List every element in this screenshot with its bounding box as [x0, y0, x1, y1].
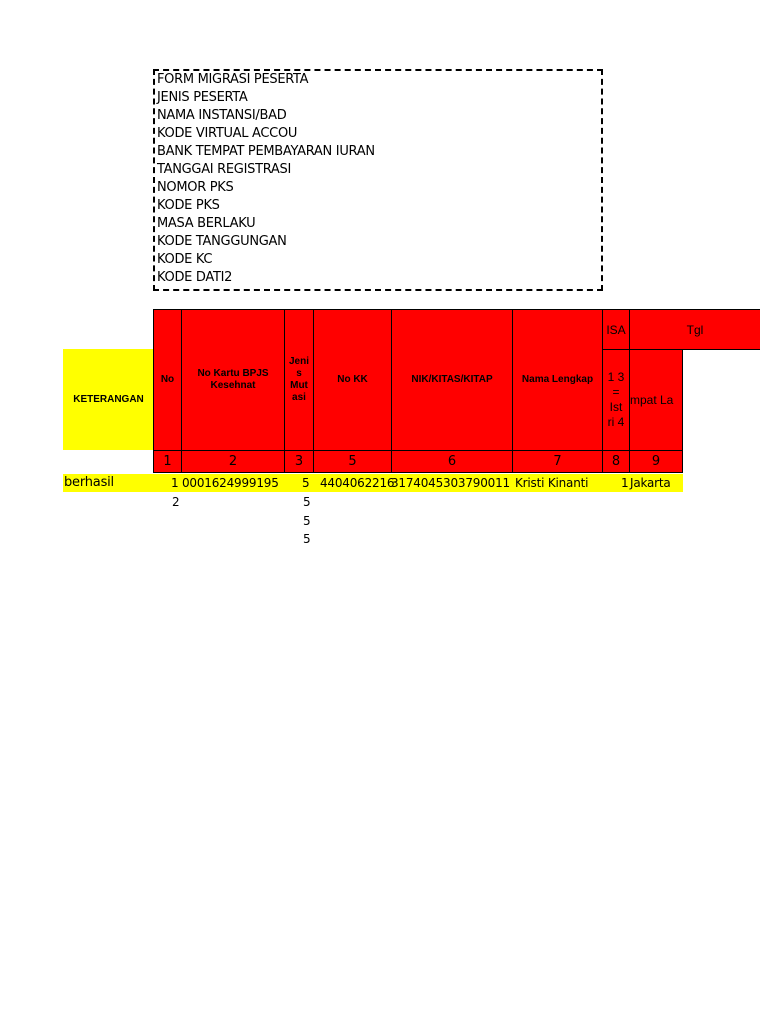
header-no-kartu: No Kartu BPJS Kesehnat — [181, 309, 285, 451]
form-field-kode-dati2: KODE DATI2 — [157, 270, 233, 285]
form-field-nama-instansi: NAMA INSTANSI/BAD — [157, 108, 287, 123]
header-no: No — [153, 309, 182, 451]
header-tgl: Tgl — [629, 309, 760, 350]
header-tempat-lahir: mpat La — [629, 349, 683, 451]
header-nik: NIK/KITAS/KITAP — [391, 309, 513, 451]
keterangan-header: KETERANGAN — [63, 349, 154, 450]
row-keterangan: berhasil — [64, 475, 114, 490]
header-isa-top: ISA — [602, 309, 630, 350]
form-field-kode-virtual-account: KODE VIRTUAL ACCOU — [157, 126, 298, 141]
row-no-kartu: 0001624999195 — [182, 476, 279, 490]
extra-row-jenis-mutasi: 5 — [303, 495, 311, 509]
form-header-box: FORM MIGRASI PESERTA JENIS PESERTA NAMA … — [153, 69, 603, 291]
form-field-kode-pks: KODE PKS — [157, 198, 220, 213]
column-number-isa: 8 — [602, 450, 630, 473]
form-title: FORM MIGRASI PESERTA — [157, 72, 309, 87]
row-jenis-mutasi: 5 — [302, 476, 310, 490]
header-no-kk: No KK — [313, 309, 392, 451]
extra-row-no: 2 — [172, 495, 180, 509]
row-nama: Kristi Kinanti — [515, 476, 589, 490]
form-field-bank: BANK TEMPAT PEMBAYARAN IURAN — [157, 144, 375, 159]
column-number-nama: 7 — [512, 450, 603, 473]
form-field-masa-berlaku: MASA BERLAKU — [157, 216, 256, 231]
column-number-tempat: 9 — [629, 450, 683, 473]
row-isa: 1 — [621, 476, 629, 490]
row-tempat: Jakarta — [630, 476, 671, 490]
table-row — [63, 474, 683, 492]
table-header-block — [153, 309, 683, 473]
row-no: 1 — [171, 476, 179, 490]
form-field-tanggal-registrasi: TANGGAI REGISTRASI — [157, 162, 291, 177]
column-number-nik: 6 — [391, 450, 513, 473]
header-nama-lengkap: Nama Lengkap — [512, 309, 603, 451]
column-number-no-kk: 5 — [313, 450, 392, 473]
column-number-no-kartu: 2 — [181, 450, 285, 473]
form-field-nomor-pks: NOMOR PKS — [157, 180, 234, 195]
column-number-no: 1 — [153, 450, 182, 473]
row-nik: 3174045303790011 — [391, 476, 510, 490]
row-no-kk: 4404062216 — [320, 476, 395, 490]
column-number-jenis-mutasi: 3 — [284, 450, 314, 473]
form-field-kode-tanggungan: KODE TANGGUNGAN — [157, 234, 287, 249]
extra-row-jenis-mutasi: 5 — [303, 532, 311, 546]
table-header-extension — [683, 309, 760, 349]
form-field-kode-kc: KODE KC — [157, 252, 213, 267]
header-isa-body: 1 3 = Ist ri 4 — [602, 349, 630, 451]
header-jenis-mutasi: Jeni s Mut asi — [284, 309, 314, 451]
form-field-jenis-peserta: JENIS PESERTA — [157, 90, 248, 105]
extra-row-jenis-mutasi: 5 — [303, 514, 311, 528]
